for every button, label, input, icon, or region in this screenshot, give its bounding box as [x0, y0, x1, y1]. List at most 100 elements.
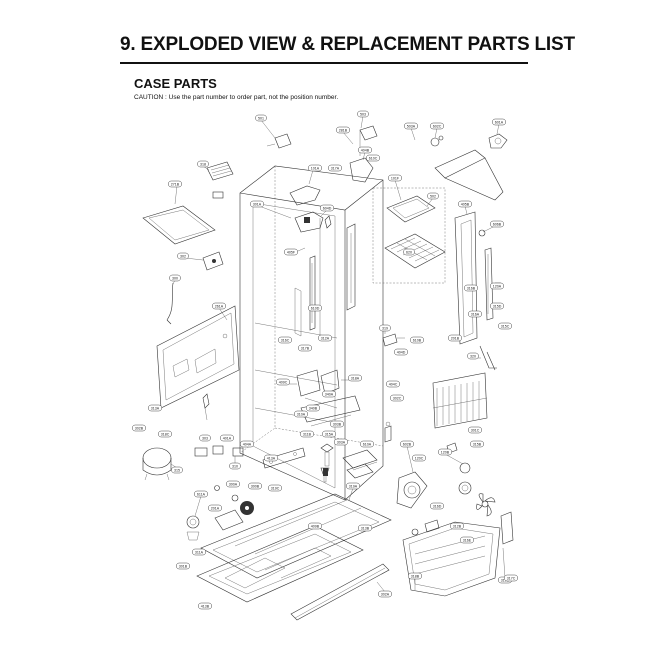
part-callout: 302 [177, 252, 189, 260]
part-callout-bubble [427, 192, 439, 200]
part-callout-bubble [249, 200, 265, 208]
part-callout-bubble [169, 274, 181, 282]
vent-grille-part [206, 161, 234, 199]
part-callout-label: 405B [461, 202, 470, 206]
part-callout-label: 502 [430, 194, 436, 198]
part-callout-label: 604D [323, 206, 332, 210]
part-callout: 311B [299, 430, 315, 438]
part-callout-bubble [357, 524, 373, 532]
part-callout-bubble [467, 426, 483, 434]
part-callout: 404C [385, 380, 401, 388]
part-callout: 310 [229, 462, 241, 470]
part-callout: 606B [489, 220, 505, 228]
part-callout-bubble [335, 126, 351, 134]
part-callout-bubble [321, 390, 337, 398]
bottom-small-cover [214, 509, 244, 531]
part-callout: 602B [399, 440, 415, 448]
part-callout: 502 [427, 192, 439, 200]
part-callout-bubble [411, 454, 427, 462]
part-callout-label: 404D [397, 350, 406, 354]
part-callout-label: 318 [200, 162, 206, 166]
part-callout-label: 610D [311, 306, 320, 310]
part-callout-label: 310 [232, 464, 238, 468]
door-liner-part [454, 211, 494, 345]
part-callout-bubble [193, 490, 209, 498]
part-callout-bubble [199, 434, 211, 442]
part-callout-label: 315A [325, 432, 334, 436]
part-callout-bubble [255, 114, 267, 122]
part-callout-bubble [277, 336, 293, 344]
door-small-parts [478, 229, 501, 284]
part-callout-bubble [467, 310, 483, 318]
part-callout-bubble [357, 110, 369, 118]
part-callout-bubble [399, 440, 415, 448]
part-callout-label: 316B [467, 286, 476, 290]
part-callout-bubble [211, 302, 227, 310]
control-box-part [202, 251, 224, 271]
part-callout-label: 311A [195, 550, 204, 554]
part-callout-label: 302C [393, 396, 402, 400]
fan-shroud-part [396, 471, 428, 509]
part-callout-bubble [491, 118, 507, 126]
part-callout-label: 409C [279, 380, 288, 384]
part-callout-bubble [489, 302, 505, 310]
part-callout: 313B [357, 524, 373, 532]
part-callout-label: 320 [470, 354, 476, 358]
part-callout-bubble [389, 394, 405, 402]
part-callout: 316A [467, 310, 483, 318]
part-callout: 610C [365, 154, 381, 162]
part-callout: 404D [393, 348, 409, 356]
top-hinge-assembly [289, 185, 332, 233]
part-callout-label: 315 [174, 468, 180, 472]
part-callout-bubble [469, 440, 485, 448]
part-callout: 340A [321, 390, 337, 398]
cabinet-shell [239, 165, 384, 501]
part-callout: 312A [317, 334, 333, 342]
part-callout: 317A [327, 164, 343, 172]
part-callout: 319C [267, 484, 283, 492]
part-callout-bubble [489, 220, 505, 228]
part-callout: 604D [319, 204, 335, 212]
part-callout: 301A [249, 200, 265, 208]
part-callout-bubble [299, 430, 315, 438]
part-callout-label: 303B [333, 422, 342, 426]
part-callout: 261A [211, 302, 227, 310]
drawer-frame-part [300, 395, 361, 427]
part-callout-label: 404A [243, 442, 252, 446]
part-callout-bubble [297, 344, 313, 352]
condenser-coil-part [432, 372, 488, 429]
part-callout-label: 310A [297, 412, 306, 416]
part-callout: 610A [359, 440, 375, 448]
cabinet-inner-rail [309, 255, 316, 331]
part-callout-bubble [387, 174, 403, 182]
back-panel [156, 305, 240, 409]
part-callout-label: 312B [453, 524, 462, 528]
part-callout-label: 261A [215, 304, 224, 308]
part-callout-bubble [177, 252, 189, 260]
part-callout-bubble [447, 334, 463, 342]
part-callout-bubble [307, 164, 323, 172]
part-callout-label: 319A [349, 484, 358, 488]
part-callout-bubble [293, 410, 309, 418]
part-callout: 503A [403, 122, 419, 130]
part-callout-bubble [247, 482, 263, 490]
part-callout: 201A [207, 504, 223, 512]
part-callout: 501 [255, 114, 267, 122]
part-callout-label: 610B [413, 338, 422, 342]
caution-note: CAUTION : Use the part number to order p… [134, 94, 339, 101]
leader-lines [170, 115, 506, 593]
small-gear-part [214, 468, 328, 502]
part-callout-label: 120A [493, 284, 502, 288]
evaporator-dashed-frame [372, 187, 446, 284]
part-callout-label: 602C [433, 124, 442, 128]
part-callout-label: 300B [251, 484, 260, 488]
base-pan-part [200, 493, 392, 579]
part-callout-bubble [319, 204, 335, 212]
part-callout: 611A [193, 490, 209, 498]
part-callout: 620 [403, 248, 415, 256]
part-callout-label: 409B [311, 524, 320, 528]
part-callout: 310A [293, 410, 309, 418]
part-callout-bubble [307, 304, 323, 312]
part-callout: 315 [171, 466, 183, 474]
part-callout-label: 404B [361, 148, 370, 152]
